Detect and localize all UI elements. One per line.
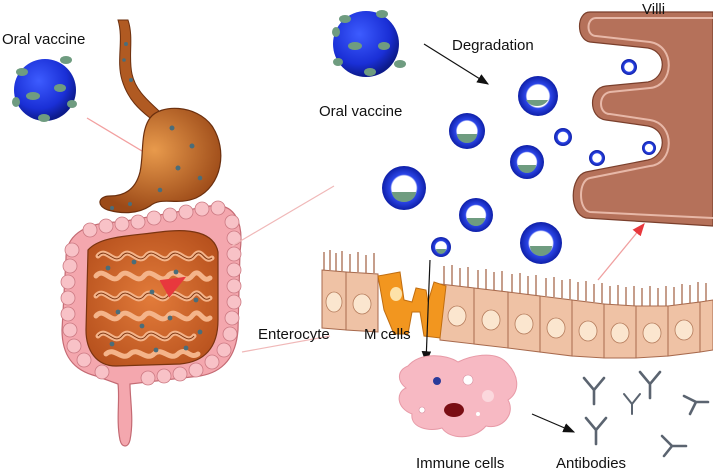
label-oral-vaccine-right: Oral vaccine — [319, 103, 403, 120]
antibodies — [582, 370, 710, 458]
immune-to-antibody-arrow — [531, 413, 576, 433]
label-enterocyte: Enterocyte — [258, 326, 330, 343]
vaccine-particle-left — [12, 56, 77, 122]
villi — [572, 11, 713, 227]
stomach — [99, 107, 222, 214]
epithelium-to-villi-arrow — [597, 222, 645, 281]
label-immune-cells: Immune cells — [416, 455, 505, 472]
immune-cell — [398, 354, 518, 438]
small-intestine — [85, 230, 219, 367]
label-antibodies: Antibodies — [556, 455, 627, 472]
label-m-cells: M cells — [364, 326, 411, 343]
label-oral-vaccine-left: Oral vaccine — [2, 31, 86, 48]
esophagus — [117, 19, 161, 119]
m-cells — [377, 271, 447, 339]
degraded-particles — [382, 59, 656, 264]
epithelium — [321, 250, 713, 359]
vaccine-particle-right — [332, 10, 406, 77]
degradation-arrow — [423, 43, 490, 85]
m-cell-to-immune-arrow — [421, 259, 432, 364]
label-degradation: Degradation — [452, 37, 534, 54]
label-villi: Villi — [642, 1, 666, 18]
